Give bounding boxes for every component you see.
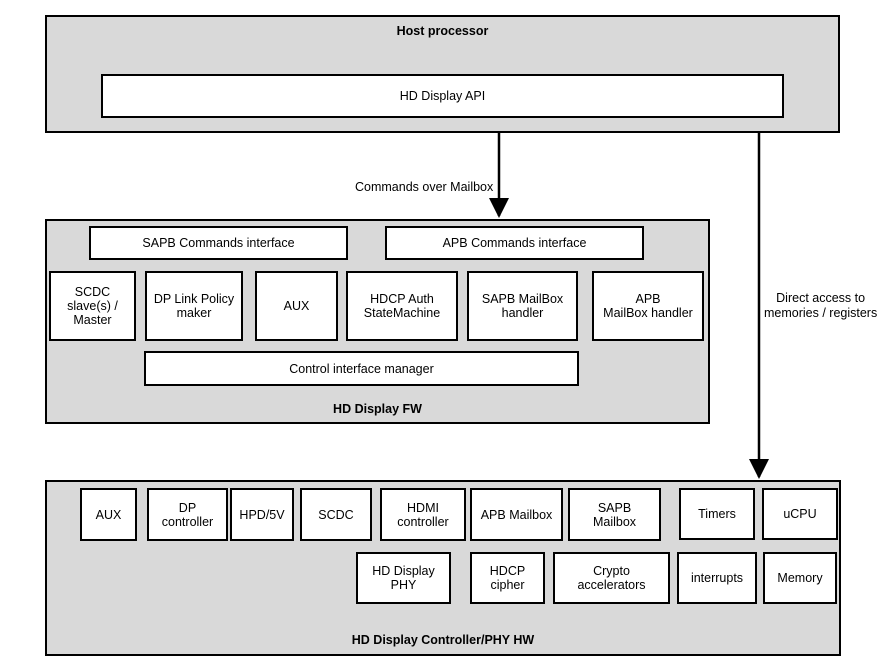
hw-aux-label: AUX	[95, 507, 122, 522]
hw-apb-mailbox-label: APB Mailbox	[480, 507, 553, 522]
hd-display-phy-box: HD Display PHY	[356, 552, 451, 604]
dp-link-policy-label: DP Link Policy maker	[153, 292, 235, 320]
hd-display-api-box: HD Display API	[101, 74, 784, 118]
sapb-commands-interface-label: SAPB Commands interface	[142, 236, 295, 250]
apb-mailbox-handler-label: APB MailBox handler	[603, 292, 693, 320]
dp-controller-box: DP controller	[147, 488, 228, 541]
control-interface-manager-label: Control interface manager	[289, 361, 434, 376]
hpd-5v-box: HPD/5V	[230, 488, 294, 541]
hd-display-hw-title: HD Display Controller/PHY HW	[351, 633, 535, 647]
sapb-mailbox-handler-box: SAPB MailBox handler	[467, 271, 578, 341]
hd-display-phy-label: HD Display PHY	[372, 564, 435, 592]
hpd-5v-label: HPD/5V	[239, 507, 285, 522]
hw-scdc-label: SCDC	[318, 507, 354, 522]
hdcp-auth-box: HDCP Auth StateMachine	[346, 271, 458, 341]
timers-box: Timers	[679, 488, 755, 540]
hd-display-api-label: HD Display API	[399, 89, 486, 103]
hdmi-controller-label: HDMI controller	[397, 500, 449, 529]
crypto-accelerators-label: Crypto accelerators	[577, 564, 646, 592]
dp-link-policy-box: DP Link Policy maker	[145, 271, 243, 341]
memory-label: Memory	[777, 571, 823, 585]
commands-over-mailbox-label: Commands over Mailbox	[355, 180, 494, 194]
fw-scdc-label: SCDC slave(s) / Master	[67, 285, 118, 327]
host-processor-title: Host processor	[396, 24, 489, 38]
ucpu-box: uCPU	[762, 488, 838, 540]
sapb-commands-interface-box: SAPB Commands interface	[89, 226, 348, 260]
hw-aux-box: AUX	[80, 488, 137, 541]
hw-scdc-box: SCDC	[300, 488, 372, 541]
hdmi-controller-box: HDMI controller	[380, 488, 466, 541]
fw-scdc-box: SCDC slave(s) / Master	[49, 271, 136, 341]
fw-aux-label: AUX	[283, 299, 310, 313]
fw-aux-box: AUX	[255, 271, 338, 341]
interrupts-label: interrupts	[690, 571, 744, 585]
timers-label: Timers	[698, 507, 736, 521]
apb-commands-interface-label: APB Commands interface	[442, 236, 587, 250]
interrupts-box: interrupts	[677, 552, 757, 604]
sapb-mailbox-handler-label: SAPB MailBox handler	[481, 292, 564, 320]
hw-sapb-mailbox-label: SAPB Mailbox	[592, 500, 637, 529]
hdcp-auth-label: HDCP Auth StateMachine	[363, 292, 441, 320]
apb-mailbox-handler-box: APB MailBox handler	[592, 271, 704, 341]
direct-access-label: Direct access to memories / registers	[764, 291, 878, 320]
memory-box: Memory	[763, 552, 837, 604]
hdcp-cipher-box: HDCP cipher	[470, 552, 545, 604]
apb-commands-interface-box: APB Commands interface	[385, 226, 644, 260]
control-interface-manager-box: Control interface manager	[144, 351, 579, 386]
hw-sapb-mailbox-box: SAPB Mailbox	[568, 488, 661, 541]
hd-display-fw-title: HD Display FW	[333, 402, 422, 416]
crypto-accelerators-box: Crypto accelerators	[553, 552, 670, 604]
dp-controller-label: DP controller	[161, 500, 214, 529]
hdcp-cipher-label: HDCP cipher	[489, 564, 526, 592]
hw-apb-mailbox-box: APB Mailbox	[470, 488, 563, 541]
ucpu-label: uCPU	[783, 507, 817, 521]
